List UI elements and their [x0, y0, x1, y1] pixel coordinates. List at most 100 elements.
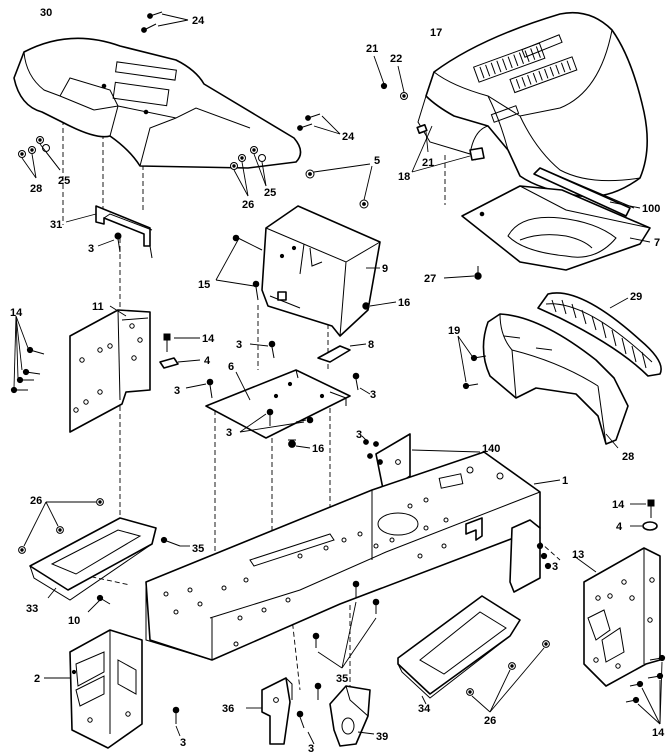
- side-panel-13: [573, 547, 661, 687]
- callout-31: 31: [50, 219, 62, 231]
- bracket-8: [317, 343, 367, 363]
- screw-24-right: [297, 113, 341, 135]
- callout-35: 35: [336, 673, 348, 685]
- nuts-28-25-left: [18, 136, 61, 179]
- callout-36: 36: [222, 703, 234, 715]
- callout-7: 7: [654, 237, 660, 249]
- screws-19: [457, 335, 487, 390]
- bolt-35-left: [160, 536, 190, 547]
- callout-28: 28: [30, 183, 42, 195]
- callout-18: 18: [398, 171, 410, 183]
- callout-3: 3: [356, 429, 362, 441]
- bolt-14-washer-4-right: [630, 499, 658, 531]
- callout-19: 19: [448, 325, 460, 337]
- screw-3-e: [296, 710, 315, 745]
- callout-29: 29: [630, 291, 642, 303]
- callout-14: 14: [10, 307, 23, 319]
- nuts-5: [305, 163, 373, 209]
- callout-labels: 30 24 24 28 25 26 25 31 3 17 21 22 21 18…: [10, 7, 665, 755]
- nut-16-b: [288, 439, 311, 449]
- main-frame-1: [145, 451, 561, 661]
- callout-16: 16: [312, 443, 324, 455]
- callout-3: 3: [236, 339, 242, 351]
- callout-140: 140: [482, 443, 500, 455]
- callout-26: 26: [484, 715, 496, 727]
- callout-2: 2: [34, 673, 40, 685]
- callout-34: 34: [418, 703, 431, 715]
- callout-3: 3: [180, 737, 186, 749]
- screw-24-top: [141, 11, 189, 33]
- bracket-36: [246, 677, 293, 745]
- pan-7: [461, 185, 651, 271]
- screw-3-b: [185, 378, 214, 399]
- callout-26: 26: [30, 495, 42, 507]
- callout-3: 3: [370, 389, 376, 401]
- callout-8: 8: [368, 339, 374, 351]
- grille-29: [537, 292, 662, 377]
- callout-33: 33: [26, 603, 38, 615]
- bracket-140: [361, 433, 481, 495]
- callout-3: 3: [308, 743, 314, 755]
- nut-16-a: [362, 301, 397, 310]
- dash-panel-9: [261, 205, 381, 337]
- screws-3-plate: [239, 340, 314, 433]
- callout-4: 4: [204, 355, 211, 367]
- footrest-34: [397, 595, 521, 705]
- callout-24: 24: [342, 131, 355, 143]
- bar-100: [533, 167, 641, 217]
- callout-3: 3: [88, 243, 94, 255]
- callout-14: 14: [202, 333, 215, 345]
- screw-3-c: [352, 372, 371, 395]
- callout-35: 35: [192, 543, 204, 555]
- callout-6: 6: [228, 361, 234, 373]
- callout-28: 28: [622, 451, 634, 463]
- hood: [417, 11, 648, 198]
- body-28: [482, 313, 629, 449]
- callout-5: 5: [374, 155, 380, 167]
- screw-27: [443, 266, 482, 280]
- callout-11: 11: [92, 301, 104, 313]
- bracket-39: [329, 685, 375, 747]
- bolt-14-washer-4: [159, 333, 201, 369]
- callout-24: 24: [192, 15, 205, 27]
- front-bracket-2: [44, 629, 143, 749]
- callout-17: 17: [430, 27, 442, 39]
- callout-27: 27: [424, 273, 436, 285]
- rear-fender: [13, 37, 302, 169]
- hood-grille-vents: [472, 34, 578, 123]
- callout-39: 39: [376, 731, 388, 743]
- bolts-35-center: [312, 580, 380, 669]
- callout-1: 1: [562, 475, 568, 487]
- screw-3-f: [314, 682, 322, 700]
- callout-26: 26: [242, 199, 254, 211]
- callout-21: 21: [422, 157, 434, 169]
- bolts-15: [215, 234, 263, 301]
- callout-4: 4: [616, 521, 623, 533]
- callout-14: 14: [652, 727, 665, 739]
- nuts-26-left: [18, 498, 104, 554]
- bolts-14-left: [10, 315, 45, 394]
- footrest-33: [29, 517, 157, 601]
- callout-3: 3: [174, 385, 180, 397]
- callout-22: 22: [390, 53, 402, 65]
- nuts-26-25-mid: [230, 146, 267, 197]
- bolt-10: [87, 594, 111, 613]
- callout-3: 3: [552, 561, 558, 573]
- callout-13: 13: [572, 549, 584, 561]
- side-panel-11: [69, 305, 151, 433]
- nuts-26-right: [466, 640, 550, 713]
- bracket-31: [65, 205, 153, 259]
- callout-100: 100: [642, 203, 660, 215]
- bolts-14-right: [625, 654, 666, 725]
- callout-3: 3: [226, 427, 232, 439]
- callout-21: 21: [366, 43, 378, 55]
- callout-30: 30: [40, 7, 52, 19]
- callout-25: 25: [264, 187, 276, 199]
- callout-16: 16: [398, 297, 410, 309]
- screw-3-a: [97, 232, 122, 253]
- callout-15: 15: [198, 279, 210, 291]
- hood-hardware-21-22: [373, 55, 485, 173]
- callout-25: 25: [58, 175, 70, 187]
- callout-9: 9: [382, 263, 388, 275]
